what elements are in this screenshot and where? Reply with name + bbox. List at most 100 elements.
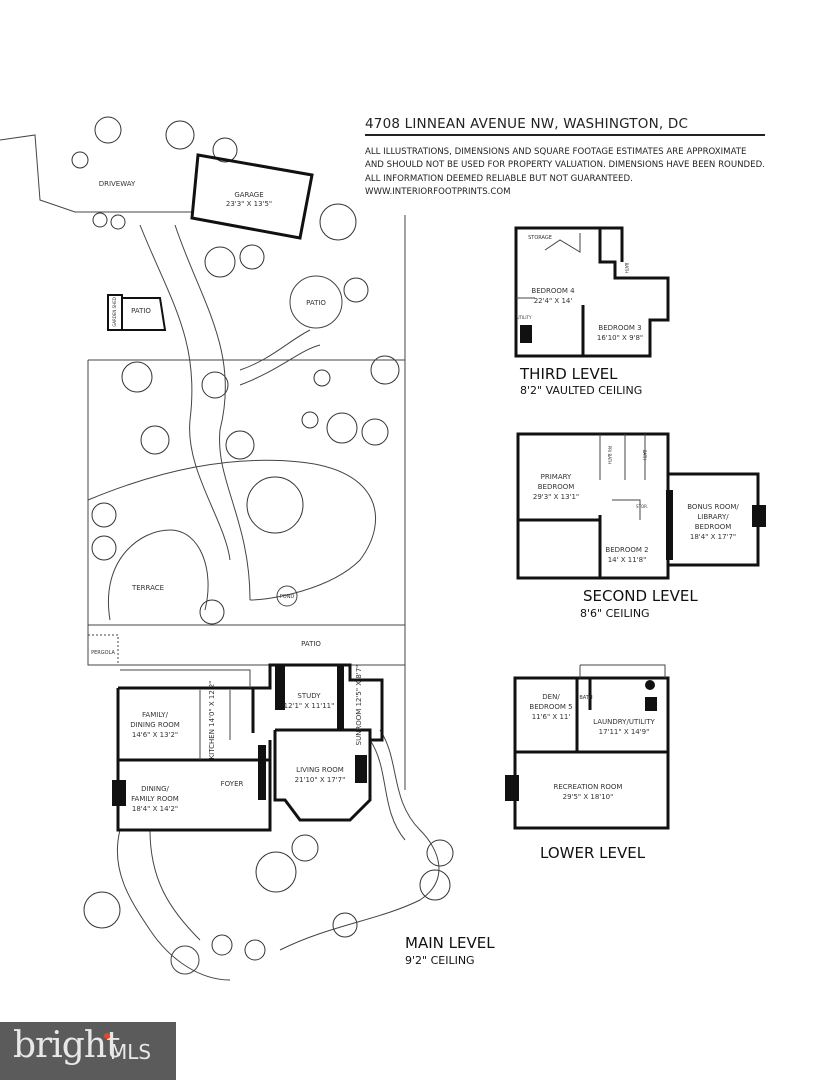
tree-icon bbox=[140, 425, 170, 455]
room-dimensions: 14'6" X 13'2" bbox=[132, 731, 178, 739]
room-label: BATH bbox=[624, 263, 629, 274]
terrace-label: TERRACE bbox=[131, 584, 164, 592]
level-title: MAIN LEVEL bbox=[405, 934, 495, 952]
room-label: FOYER bbox=[221, 780, 244, 788]
room-label: BEDROOM bbox=[538, 483, 575, 491]
bright-mls-logo: bright MLS bbox=[0, 1022, 176, 1080]
tree-icon bbox=[370, 355, 400, 385]
room-label: FAMILY/ bbox=[142, 711, 169, 719]
room-label: DINING/ bbox=[141, 785, 169, 793]
tree-icon bbox=[313, 369, 331, 387]
tree-icon bbox=[326, 412, 358, 444]
website-text: WWW.INTERIORFOOTPRINTS.COM bbox=[365, 187, 511, 198]
room-label: BEDROOM 2 bbox=[605, 546, 648, 554]
header: 4708 LINNEAN AVENUE NW, WASHINGTON, DC A… bbox=[365, 116, 765, 200]
tree-icon bbox=[121, 361, 153, 393]
tree-icon bbox=[225, 430, 255, 460]
tree-icon bbox=[426, 839, 454, 867]
room-label: STOR. bbox=[636, 504, 648, 509]
room-label: BEDROOM 3 bbox=[598, 324, 641, 332]
level-ceiling: 8'6" CEILING bbox=[580, 607, 650, 620]
room-dimensions: 12'1" X 11'11" bbox=[284, 702, 335, 710]
driveway-label: DRIVEWAY bbox=[99, 180, 136, 188]
room-label: BATH bbox=[579, 695, 593, 701]
site-lines bbox=[0, 134, 440, 981]
tree-icon bbox=[91, 535, 117, 561]
tree-icon bbox=[343, 277, 369, 303]
tree-icon bbox=[92, 212, 108, 228]
tree-icon bbox=[212, 137, 238, 163]
room-label: STORAGE bbox=[528, 235, 552, 241]
room-label: DINING ROOM bbox=[130, 721, 180, 729]
room-dimensions: 18'4" X 14'2" bbox=[132, 805, 178, 813]
tree-icon bbox=[244, 939, 266, 961]
landscape-trees bbox=[71, 116, 454, 961]
room-label: KITCHEN 14'0" X 12'2" bbox=[208, 681, 216, 760]
room-label: BEDROOM bbox=[695, 523, 732, 531]
room-label: RECREATION ROOM bbox=[554, 783, 623, 791]
tree-icon bbox=[246, 476, 304, 534]
level-ceiling: 9'2" CEILING bbox=[405, 954, 475, 967]
room-label: LAUNDRY/UTILITY bbox=[593, 718, 655, 726]
disclaimer-line: ALL ILLUSTRATIONS, DIMENSIONS AND SQUARE… bbox=[365, 147, 747, 157]
room-label: UTILITY bbox=[517, 315, 532, 320]
property-address-title: 4708 LINNEAN AVENUE NW, WASHINGTON, DC bbox=[365, 116, 765, 136]
tree-icon bbox=[301, 411, 319, 429]
tree-icon bbox=[319, 203, 357, 241]
patio-label: PATIO bbox=[306, 299, 326, 307]
room-label: BONUS ROOM/ bbox=[687, 503, 739, 511]
room-dimensions: 18'4" X 17'7" bbox=[690, 533, 736, 541]
tree-icon bbox=[332, 912, 358, 938]
tree-icon bbox=[110, 214, 126, 230]
room-label: BEDROOM 5 bbox=[529, 703, 572, 711]
room-label: STUDY bbox=[297, 692, 321, 700]
logo-accent-dot bbox=[104, 1033, 110, 1039]
disclaimer: ALL ILLUSTRATIONS, DIMENSIONS AND SQUARE… bbox=[365, 146, 765, 200]
room-dimensions: 17'11" X 14'9" bbox=[599, 728, 650, 736]
logo-brand-text: bright bbox=[13, 1025, 120, 1066]
tree-icon bbox=[91, 502, 117, 528]
level-title: SECOND LEVEL bbox=[583, 587, 698, 605]
level-title: THIRD LEVEL bbox=[519, 365, 618, 383]
logo-suffix-text: MLS bbox=[110, 1040, 152, 1064]
room-label: LIBRARY/ bbox=[697, 513, 729, 521]
tree-icon bbox=[291, 834, 319, 862]
level-ceiling: 8'2" VAULTED CEILING bbox=[520, 384, 642, 397]
room-dimensions: 11'6" X 11' bbox=[532, 713, 571, 721]
garage-outline bbox=[190, 153, 314, 240]
disclaimer-line: ALL INFORMATION DEEMED RELIABLE BUT NOT … bbox=[365, 173, 633, 184]
second-level-plan bbox=[516, 432, 766, 580]
room-label: BATH bbox=[642, 450, 647, 461]
pond-label: POND bbox=[280, 594, 295, 600]
room-label: BEDROOM 4 bbox=[531, 287, 575, 295]
garage-dimensions: 23'3" X 13'5" bbox=[226, 200, 272, 208]
lower-level-plan bbox=[505, 664, 670, 830]
room-label: DEN/ bbox=[542, 693, 560, 701]
patio-label: PATIO bbox=[301, 640, 321, 648]
level-title: LOWER LEVEL bbox=[540, 844, 646, 862]
garden-shed-label: GARDEN SHED bbox=[112, 297, 117, 327]
patio-label: PATIO bbox=[131, 307, 151, 315]
tree-icon bbox=[201, 371, 229, 399]
tree-icon bbox=[83, 891, 121, 929]
room-label: PRIMARY bbox=[541, 473, 572, 481]
tree-icon bbox=[211, 934, 233, 956]
room-dimensions: 29'3" X 13'1" bbox=[533, 493, 579, 501]
tree-icon bbox=[204, 246, 236, 278]
third-level-plan bbox=[514, 226, 670, 358]
tree-icon bbox=[71, 151, 89, 169]
tree-icon bbox=[94, 116, 122, 144]
room-dimensions: 21'10" X 17'7" bbox=[295, 776, 346, 784]
disclaimer-line: AND SHOULD NOT BE USED FOR PROPERTY VALU… bbox=[365, 160, 765, 171]
room-label: PRI BATH bbox=[607, 446, 612, 464]
garden-shed-outline bbox=[107, 294, 167, 331]
main-level-plan bbox=[112, 663, 384, 832]
room-dimensions: 29'5" X 18'10" bbox=[563, 793, 614, 801]
garage-label: GARAGE bbox=[234, 191, 263, 199]
room-label: SUNROOM 12'5" X 8'7" bbox=[355, 665, 363, 746]
room-label: LIVING ROOM bbox=[296, 766, 344, 774]
tree-icon bbox=[165, 120, 195, 150]
tree-icon bbox=[239, 244, 265, 270]
room-dimensions: 22'4" X 14' bbox=[534, 297, 573, 305]
